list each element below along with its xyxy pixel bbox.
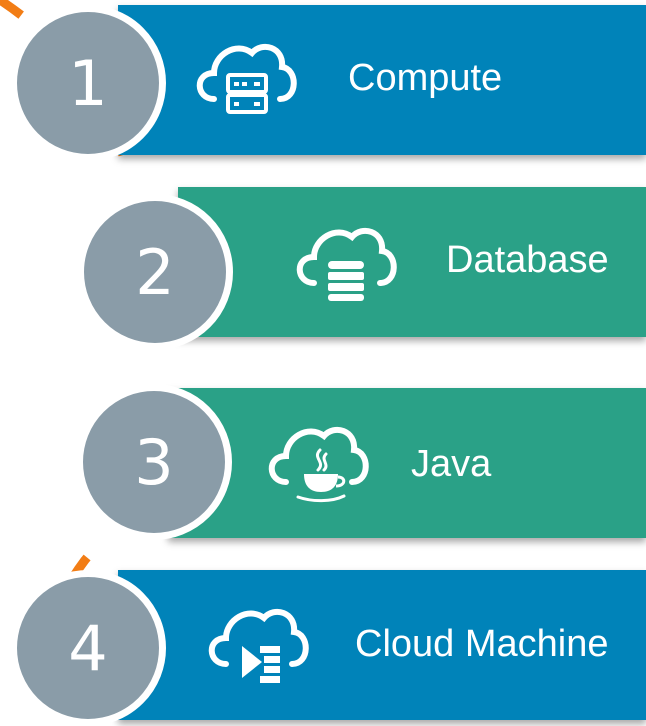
step-label-database: Database [446, 239, 609, 281]
step-bar-database[interactable] [178, 187, 646, 337]
step-number-3: 3 [76, 384, 232, 540]
step-label-cloud-machine: Cloud Machine [355, 623, 609, 665]
step-number-1: 1 [10, 5, 166, 161]
cloud-java-icon [262, 420, 374, 504]
cloud-database-icon [290, 217, 402, 301]
cloud-machine-icon [202, 602, 314, 686]
step-label-java: Java [411, 443, 492, 485]
step-number-2: 2 [77, 194, 233, 350]
step-bar-cloud-machine[interactable] [118, 570, 646, 720]
cloud-server-icon [190, 33, 302, 117]
step-label-compute: Compute [348, 57, 503, 99]
step-number-4: 4 [10, 570, 166, 726]
step-bar-java[interactable] [168, 388, 646, 538]
step-bar-compute[interactable] [118, 5, 646, 155]
